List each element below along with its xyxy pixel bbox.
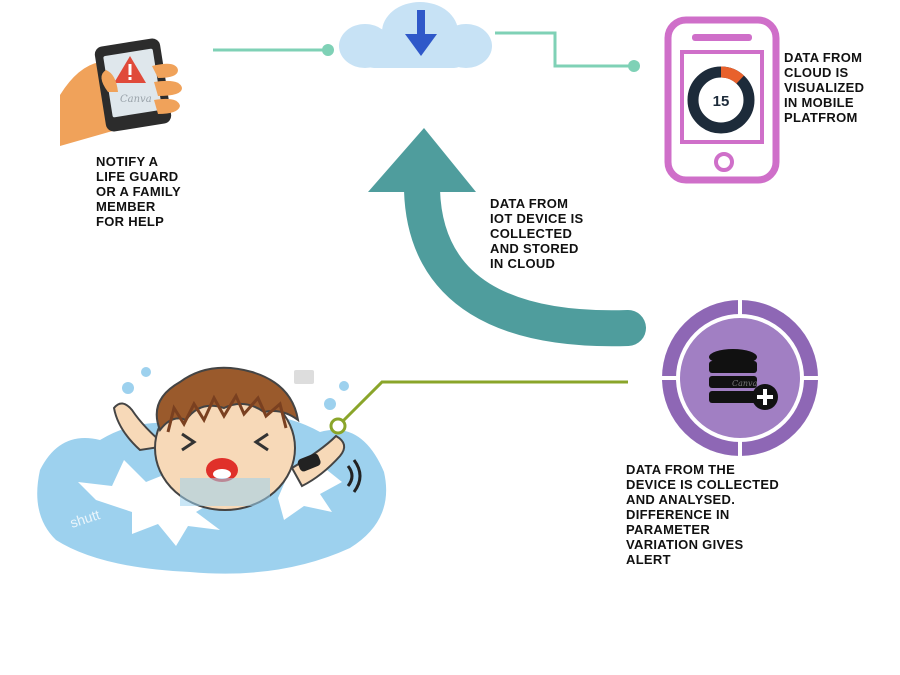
cloud-icon	[339, 2, 492, 68]
phone-watermark: Canva	[120, 94, 152, 105]
label-line: VISUALIZED	[784, 80, 865, 95]
label-line: DATA FROM	[784, 50, 863, 65]
label-line: ALERT	[626, 552, 671, 567]
label-line: AND STORED	[490, 241, 579, 256]
label-line: OR A FAMILY	[96, 184, 181, 199]
label-line: FOR HELP	[96, 214, 165, 229]
label-line: IN CLOUD	[490, 256, 556, 271]
label-line: DIFFERENCE IN	[626, 507, 730, 522]
database-add-icon: Canva	[662, 300, 818, 456]
iot-wristband	[297, 453, 321, 472]
warning-icon	[114, 56, 146, 83]
image-corner-icon	[294, 370, 314, 384]
label-line: MEMBER	[96, 199, 156, 214]
drowning-child-illustration: shutt	[37, 366, 387, 574]
label-line: DATA FROM	[490, 196, 569, 211]
label-line: IOT DEVICE IS	[490, 211, 584, 226]
label-line: PARAMETER	[626, 522, 711, 537]
curved-upload-arrow	[368, 128, 646, 347]
connector-cloud-to-mobile	[495, 31, 640, 72]
mobile-chart-phone-icon: 15	[664, 16, 780, 184]
donut-value: 15	[713, 93, 730, 110]
label-line: LIFE GUARD	[96, 169, 179, 184]
label-line: CLOUD IS	[784, 65, 849, 80]
connector-phone-to-cloud	[213, 44, 334, 56]
label-line: IN MOBILE	[784, 95, 854, 110]
connector-device-to-database	[329, 380, 628, 435]
database-watermark: Canva	[732, 379, 758, 388]
label-line: DEVICE IS COLLECTED	[626, 477, 780, 492]
donut-accent-segment	[720, 66, 744, 84]
label-line: PLATFROM	[784, 110, 858, 125]
label-line: COLLECTED	[490, 226, 573, 241]
label-line: DATA FROM THE	[626, 462, 736, 477]
label-line: AND ANALYSED.	[626, 492, 736, 507]
label-line: VARIATION GIVES	[626, 537, 744, 552]
label-line: NOTIFY A	[96, 154, 159, 169]
hand-phone-icon: Canva	[60, 38, 182, 146]
signal-icon	[346, 465, 354, 487]
download-arrow-icon	[405, 10, 437, 56]
